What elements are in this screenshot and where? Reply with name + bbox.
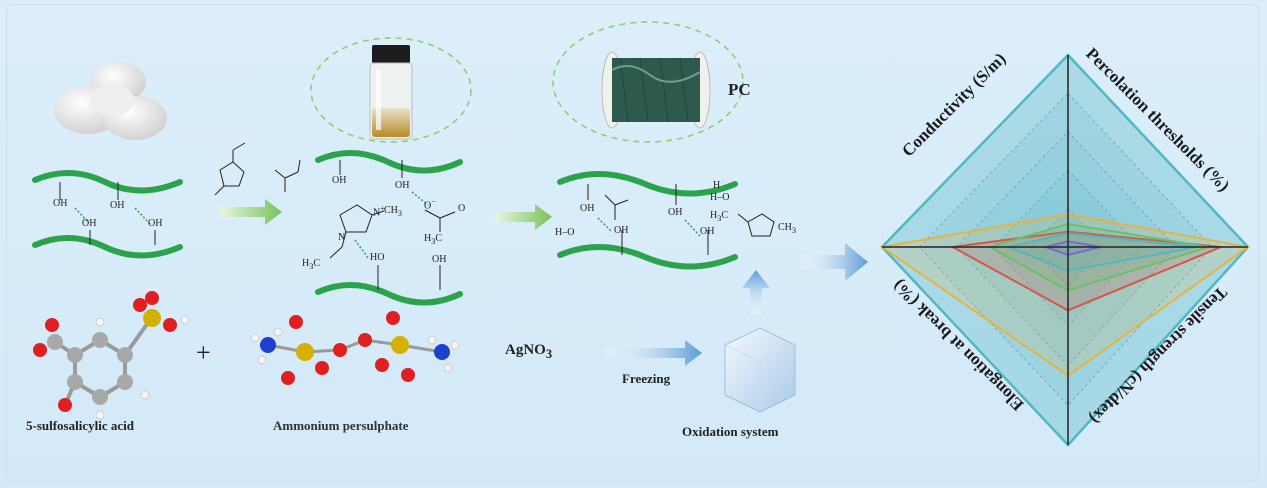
- plus-sign: +: [196, 338, 211, 367]
- ice-cube-icon: [724, 327, 796, 413]
- water-label: H: [713, 180, 721, 191]
- vial-bubble: [310, 37, 472, 143]
- vial-icon: [369, 45, 413, 140]
- oh-label: OH: [395, 180, 410, 191]
- water-label: H–O: [710, 192, 730, 203]
- nplus-label: N+: [373, 204, 385, 219]
- cellulose-chain-right: [557, 171, 738, 270]
- persulphate-molecule: [250, 311, 460, 385]
- up-arrow: [742, 270, 770, 315]
- radar-ring: [918, 92, 1213, 406]
- radar-chart: [879, 53, 1251, 447]
- oh-label: OH: [580, 203, 595, 214]
- spool-bubble: [552, 21, 744, 143]
- pc-label: PC: [728, 80, 751, 99]
- spool-icon: [601, 51, 711, 129]
- imidazolium-small: [214, 142, 246, 196]
- ho-label: HO: [370, 252, 385, 263]
- result-arrow: [800, 243, 868, 281]
- h3c-label: H3C: [710, 210, 729, 223]
- oxidation-system-label: Oxidation system: [682, 424, 779, 439]
- sulfosalicylic-label: 5-sulfosalicylic acid: [26, 418, 134, 433]
- oh-label: OH: [614, 225, 629, 236]
- o-label: O: [458, 203, 466, 214]
- cellulose-chain-middle: [315, 149, 463, 306]
- oh-label: OH: [82, 218, 97, 229]
- persulphate-label: Ammonium persulphate: [273, 418, 409, 433]
- n-label: N: [338, 232, 346, 243]
- h3c-label: H3C: [302, 258, 321, 271]
- freezing-label: Freezing: [622, 371, 671, 386]
- cellulose-cloud-icon: [54, 62, 167, 140]
- oh-label: OH: [700, 226, 715, 237]
- oh-label: OH: [110, 200, 125, 211]
- ch3-label: CH3: [384, 205, 403, 218]
- radar-series: [879, 213, 1251, 377]
- oh-label: OH: [668, 207, 683, 218]
- oh-label: OH: [148, 218, 163, 229]
- ch3-label: CH3: [778, 222, 797, 235]
- oh-label: OH: [432, 254, 447, 265]
- sulfosalicylic-molecule: [33, 291, 190, 420]
- cellulose-chain-left: [32, 169, 183, 259]
- h3c-label: H3C: [424, 233, 443, 246]
- freezing-arrow: [605, 340, 702, 366]
- green-arrow-2: [495, 204, 552, 230]
- green-arrow-1: [220, 199, 282, 225]
- water-label: H–O: [555, 227, 575, 238]
- acetate-small: [274, 159, 301, 192]
- agno3-label: AgNO3: [505, 342, 553, 361]
- o-minus-label: O−: [424, 197, 436, 212]
- oh-label: OH: [53, 198, 68, 209]
- oh-label: OH: [332, 175, 347, 186]
